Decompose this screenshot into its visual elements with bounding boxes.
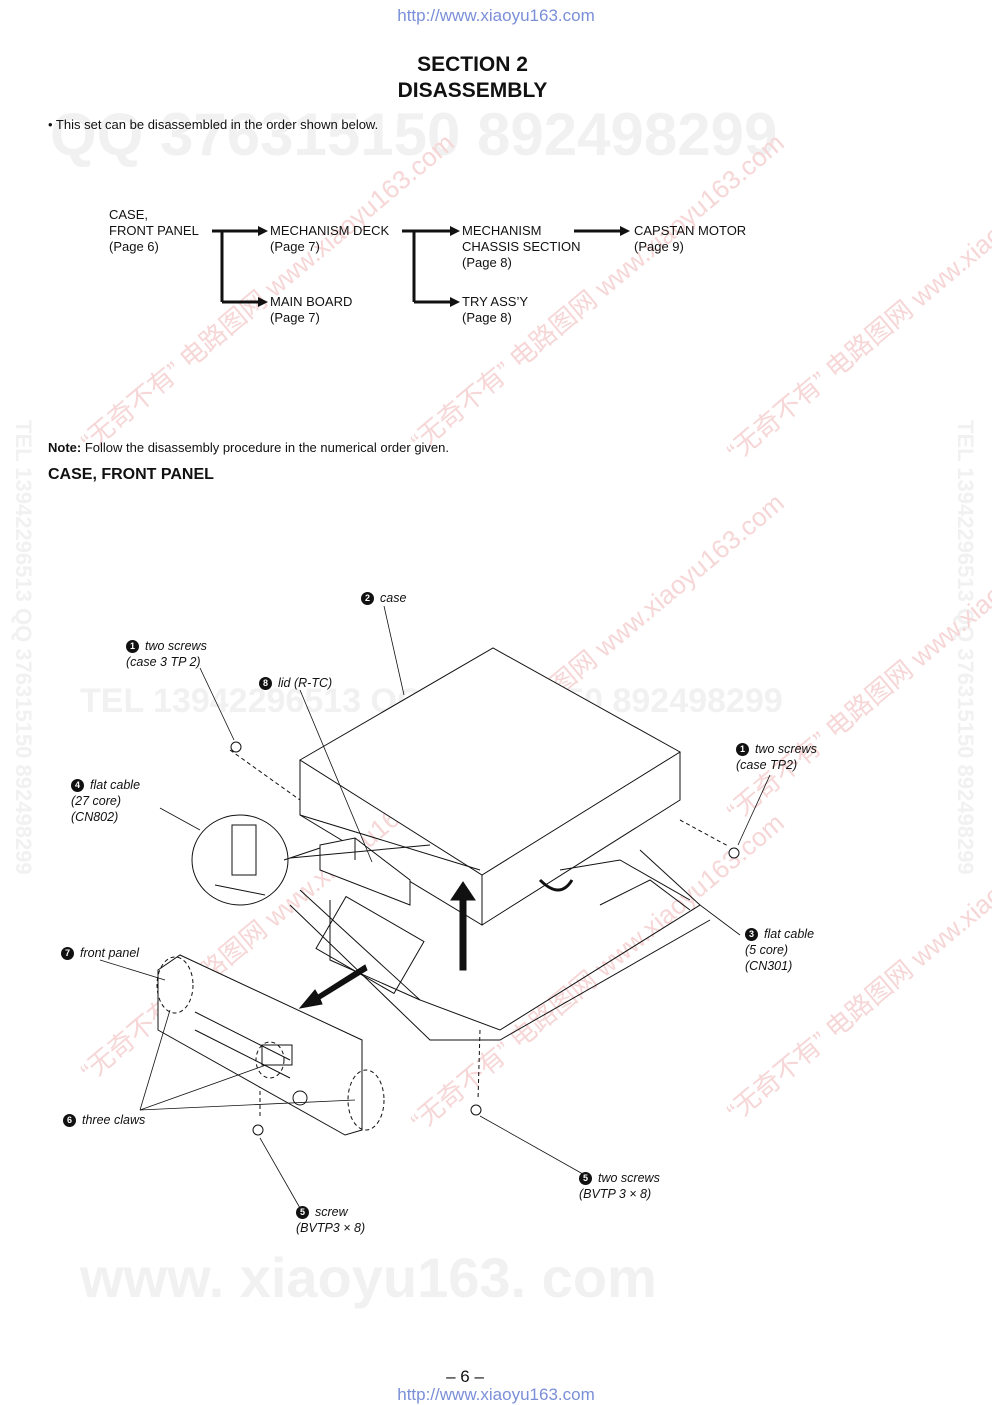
flow-try-assy: TRY ASS’Y (Page 8) (462, 294, 528, 325)
flow-main-board: MAIN BOARD (Page 7) (270, 294, 353, 325)
section-subtitle: DISASSEMBLY (397, 79, 548, 102)
flow-arrows (212, 226, 630, 307)
step-number-badge: 5 (579, 1172, 592, 1185)
step-number-badge: 8 (259, 677, 272, 690)
callout-two-screws-right-text: two screws (case TP2) (736, 742, 817, 772)
callout-case-text: case (380, 591, 407, 605)
callout-flat-cable-5-text: flat cable (5 core) (CN301) (745, 927, 815, 973)
step-number-badge: 1 (736, 743, 749, 756)
step-number-badge: 3 (745, 928, 758, 941)
flow-capstan-motor: CAPSTAN MOTOR (Page 9) (634, 223, 747, 254)
step-number-badge: 1 (126, 640, 139, 653)
step-number-badge: 5 (296, 1206, 309, 1219)
intro-text: • This set can be disassembled in the or… (48, 117, 379, 132)
step-number-badge: 2 (361, 592, 374, 605)
flow-mechanism-chassis: MECHANISM CHASSIS SECTION (Page 8) (462, 223, 581, 270)
callout-three-claws: 6 three claws (63, 1112, 145, 1128)
callout-screw-text: screw (BVTP3 × 8) (296, 1205, 366, 1235)
step-number-badge: 4 (71, 779, 84, 792)
watermark-qq-top: QQ 376315150 892498299 (50, 101, 778, 168)
callout-flat-cable-27-text: flat cable (27 core) (CN802) (71, 778, 141, 824)
leader-lines (99, 605, 771, 1209)
callout-case: 2 case (361, 590, 406, 606)
note: Note: Follow the disassembly procedure i… (48, 440, 449, 456)
callout-two-screws-left-text: two screws (case 3 TP 2) (126, 639, 207, 669)
callout-two-screws-bottom-text: two screws (BVTP 3 × 8) (579, 1171, 660, 1201)
unit-drawing (156, 647, 740, 1136)
note-text: Follow the disassembly procedure in the … (81, 440, 450, 455)
section-title: SECTION 2 (417, 53, 528, 76)
move-arrows (298, 878, 574, 1009)
page-number: – 6 – (446, 1367, 484, 1386)
header-url[interactable]: http://www.xiaoyu163.com (397, 6, 595, 25)
watermark-site-bottom: www. xiaoyu163. com (80, 1246, 657, 1309)
flow-case-front-panel: CASE, FRONT PANEL (Page 6) (109, 207, 199, 254)
subsection-title: CASE, FRONT PANEL (48, 466, 214, 483)
callout-front-panel-text: front panel (80, 946, 140, 960)
callout-lid-text: lid (R-TC) (278, 676, 333, 690)
callout-front-panel: 7 front panel (61, 945, 139, 961)
note-label: Note: (48, 440, 82, 455)
callout-three-claws-text: three claws (82, 1113, 146, 1127)
flow-mechanism-deck: MECHANISM DECK (Page 7) (270, 223, 390, 254)
step-number-badge: 7 (61, 947, 74, 960)
callout-lid: 8 lid (R-TC) (259, 675, 332, 691)
step-number-badge: 6 (63, 1114, 76, 1127)
footer-url[interactable]: http://www.xiaoyu163.com (397, 1385, 595, 1404)
